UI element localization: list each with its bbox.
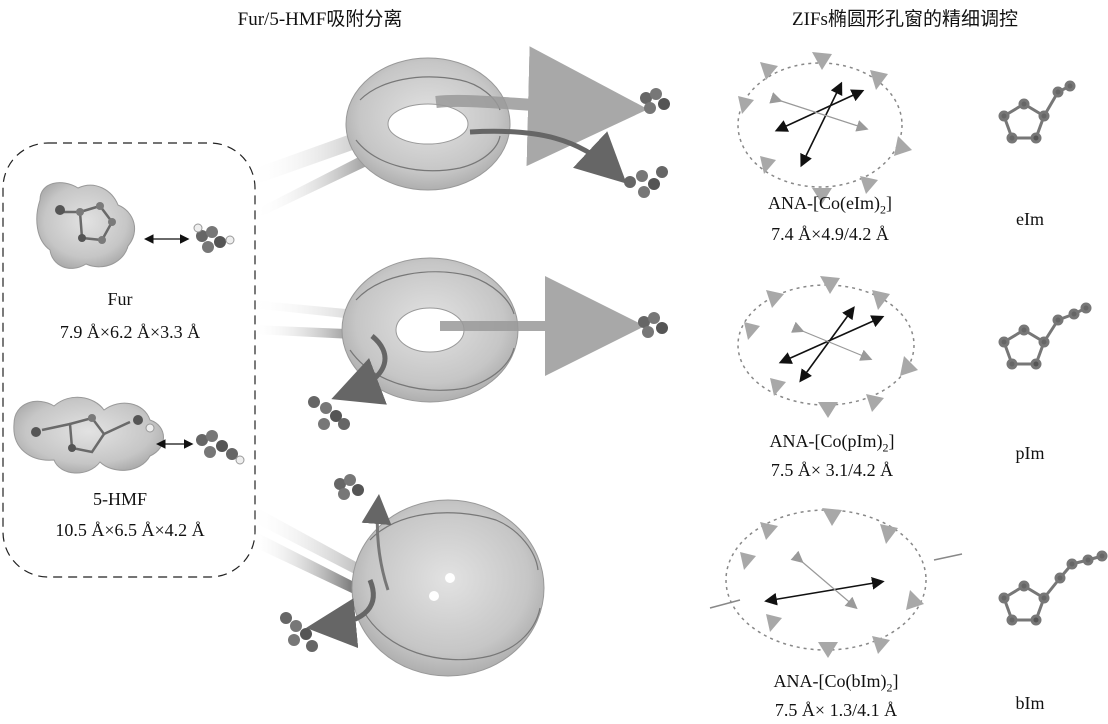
framework-1-close: ] xyxy=(885,193,892,213)
hmf-molecule xyxy=(13,396,164,474)
cage-3 xyxy=(351,499,545,677)
framework-3-dims: 7.5 Å× 1.3/4.1 Å xyxy=(774,700,898,720)
framework-3-ligand: bIm xyxy=(851,671,881,691)
right-title: ZIFs椭圆形孔窗的精细调控 xyxy=(792,9,1018,30)
framework-2-label: ANA-[Co(pIm)2] xyxy=(722,428,942,461)
cage-3-out-fur xyxy=(334,474,364,500)
framework-2-ligand: pIm xyxy=(847,431,877,451)
framework-2-dims: 7.5 Å× 3.1/4.2 Å xyxy=(770,460,894,480)
cage-2-out-hmf xyxy=(308,396,350,430)
hmf-dims: 10.5 Å×6.5 Å×4.2 Å xyxy=(55,520,205,540)
hmf-small-molecule xyxy=(196,430,245,465)
left-title: Fur/5-HMF吸附分离 xyxy=(237,9,403,30)
framework-3-sub: 2 xyxy=(886,680,893,695)
cage-3-dark-arrow xyxy=(306,579,376,649)
framework-3-suffix: ) xyxy=(880,671,887,691)
framework-1-prefix: ANA-[Co( xyxy=(768,193,846,213)
framework-1-dims: 7.4 Å×4.9/4.2 Å xyxy=(771,224,889,244)
framework-1-ligand: eIm xyxy=(846,193,874,213)
fur-small-molecule xyxy=(193,223,235,253)
cage-2-dark-arrow xyxy=(331,334,388,405)
cage-1-out-fur xyxy=(640,88,670,114)
ligand-2-label: pIm xyxy=(1015,443,1045,463)
framework-1-suffix: ) xyxy=(873,193,880,213)
cage-1-dark-arrow xyxy=(469,128,627,184)
framework-3-label: ANA-[Co(bIm)2] xyxy=(726,668,946,701)
framework-1-sub: 2 xyxy=(879,202,886,217)
framework-2-close: ] xyxy=(888,431,895,451)
framework-2-suffix: ) xyxy=(876,431,883,451)
framework-3-close: ] xyxy=(892,671,899,691)
cage-2-out-fur xyxy=(638,312,668,338)
framework-1-label: ANA-[Co(eIm)2] xyxy=(720,190,940,223)
ligand-3-label: bIm xyxy=(1015,693,1045,713)
framework-ring-2 xyxy=(737,276,918,418)
ligand-eim xyxy=(998,80,1076,144)
ligand-pim xyxy=(998,302,1092,370)
framework-ring-3 xyxy=(709,508,963,658)
framework-3-prefix: ANA-[Co( xyxy=(773,671,852,691)
hmf-name: 5-HMF xyxy=(92,489,147,509)
cage-1-light-arrow xyxy=(435,46,648,167)
cage-3-out-hmf xyxy=(280,612,318,652)
beam-3a xyxy=(250,505,380,585)
cage-3-up-arrow xyxy=(361,494,392,591)
fur-dims: 7.9 Å×6.2 Å×3.3 Å xyxy=(59,322,201,342)
framework-2-sub: 2 xyxy=(882,440,889,455)
framework-2-prefix: ANA-[Co( xyxy=(769,431,848,451)
framework-ring-1 xyxy=(737,52,912,204)
ligand-bim xyxy=(998,550,1108,626)
molecule-box xyxy=(2,142,256,578)
fur-molecule xyxy=(36,182,136,269)
beam-3b xyxy=(250,530,360,595)
cage-1 xyxy=(345,57,511,191)
ligand-1-label: eIm xyxy=(1016,209,1044,229)
cage-1-out-hmf xyxy=(624,166,668,198)
fur-name: Fur xyxy=(107,289,133,309)
